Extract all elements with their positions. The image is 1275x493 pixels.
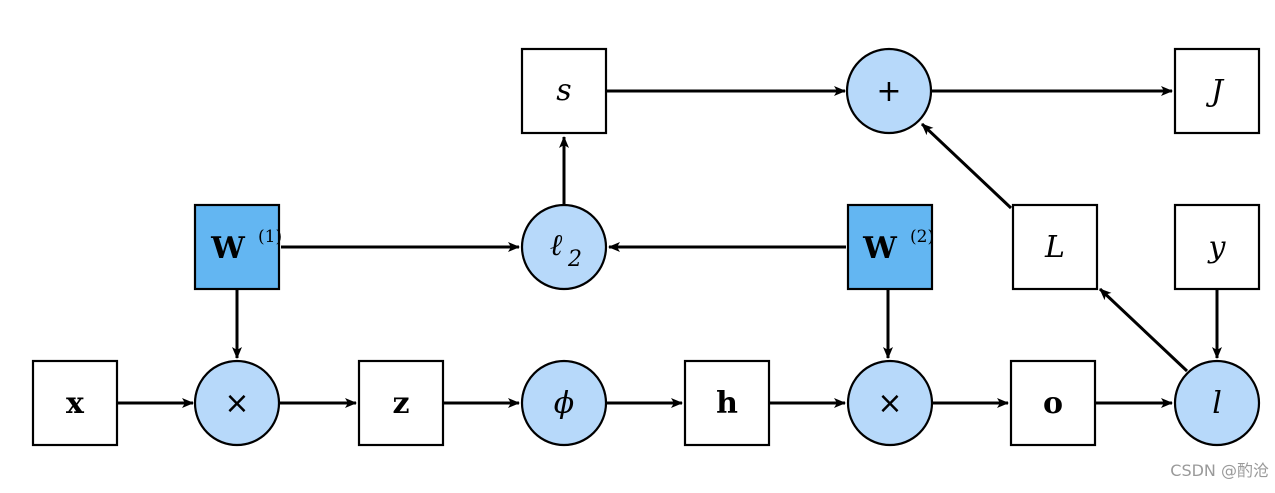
node-phi: ϕ	[520, 359, 608, 447]
node-l2-sub: 2	[567, 247, 582, 272]
node-z: z	[357, 359, 445, 447]
node-s: s	[520, 47, 608, 135]
node-W1-label: W	[210, 231, 246, 266]
node-W2-label: W	[862, 231, 898, 266]
node-o-label: o	[1043, 386, 1063, 421]
plus-icon: +	[876, 74, 901, 109]
node-W1: W (1)	[193, 203, 282, 291]
node-L-label: L	[1044, 230, 1065, 265]
edges	[117, 86, 1222, 408]
node-s-label: s	[556, 73, 571, 108]
node-l2: ℓ 2	[520, 203, 608, 291]
node-o: o	[1009, 359, 1097, 447]
node-phi-label: ϕ	[554, 386, 574, 421]
node-x: x	[31, 359, 119, 447]
edge-l-L	[1098, 287, 1189, 373]
node-z-label: z	[392, 386, 409, 421]
node-L: L	[1011, 203, 1099, 291]
node-plus: +	[845, 47, 933, 135]
node-x-label: x	[66, 386, 85, 421]
edge-L-plus	[920, 122, 1013, 210]
watermark: CSDN @酌沧	[1170, 461, 1269, 480]
node-y: y	[1173, 203, 1261, 291]
node-l2-label: ℓ	[550, 228, 563, 263]
node-J: J	[1173, 47, 1261, 135]
node-h-label: h	[716, 386, 738, 421]
node-mul1: ×	[193, 359, 281, 447]
multiply-icon: ×	[877, 386, 902, 421]
node-W1-sup: (1)	[258, 227, 282, 247]
node-l: l	[1173, 359, 1261, 447]
node-W2-sup: (2)	[910, 227, 934, 247]
multiply-icon: ×	[224, 386, 249, 421]
node-mul2: ×	[846, 359, 934, 447]
node-W2: W (2)	[846, 203, 934, 291]
node-y-label: y	[1207, 230, 1227, 265]
node-h: h	[683, 359, 771, 447]
node-l-label: l	[1212, 386, 1222, 421]
